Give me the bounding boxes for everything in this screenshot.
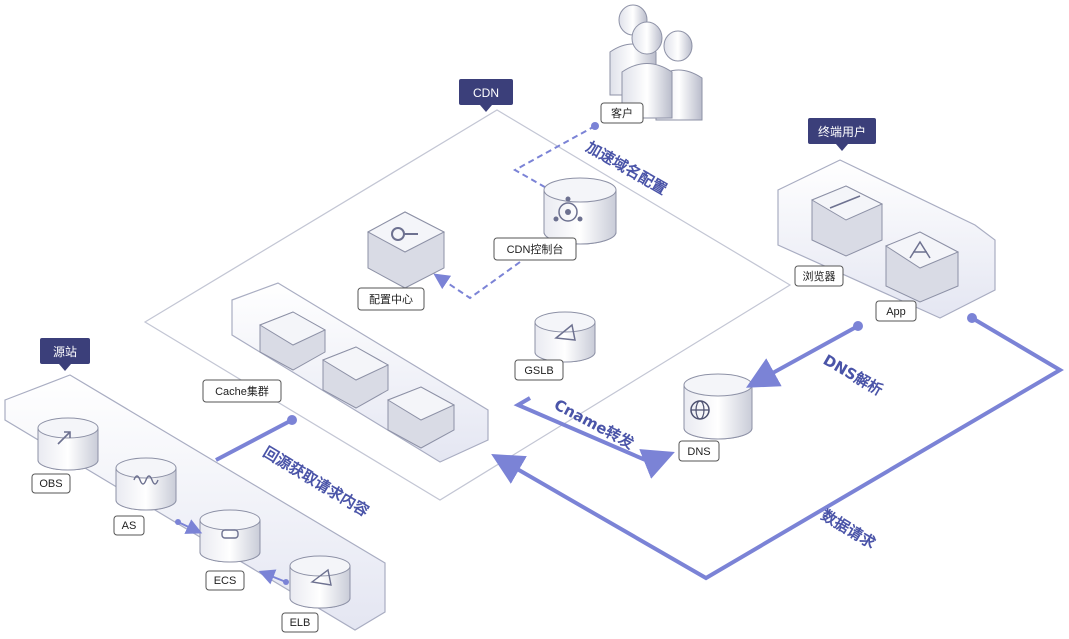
customer-label: 客户 <box>611 106 633 120</box>
dns-resolve-flow: DNS解析 <box>745 321 886 399</box>
cache-node-icon <box>321 346 390 409</box>
as-label: AS <box>122 520 137 532</box>
cdn-tag: CDN <box>459 79 513 112</box>
origin-tag-label: 源站 <box>53 345 77 359</box>
dns-label: DNS <box>687 446 710 458</box>
origin-panel: OBS AS ECS ELB <box>4 374 386 633</box>
customer-label-box: 客户 <box>600 102 644 124</box>
end-users-tag-label: 终端用户 <box>818 124 866 139</box>
cache-cluster: Cache集群 <box>202 282 489 463</box>
network-hub-icon <box>553 196 583 222</box>
cdn-console: CDN控制台 <box>493 177 617 261</box>
app-label: App <box>886 306 906 318</box>
obs-label: OBS <box>39 478 62 490</box>
elb-icon <box>289 555 351 609</box>
as-icon <box>115 457 177 511</box>
internal-flow-arrows <box>175 519 289 585</box>
config-sync-flow <box>433 261 521 300</box>
config-center: 配置中心 <box>357 211 446 311</box>
browser-icon <box>810 185 884 257</box>
gslb-label: GSLB <box>524 365 553 377</box>
cdn-tag-label: CDN <box>473 86 499 100</box>
elb-label: ELB <box>290 617 311 629</box>
config-center-label: 配置中心 <box>369 293 413 306</box>
cdn-region <box>143 109 792 501</box>
ecs-label: ECS <box>214 575 237 587</box>
origin-tag: 源站 <box>40 338 90 371</box>
cdn-console-label: CDN控制台 <box>507 242 564 256</box>
key-icon <box>391 227 418 241</box>
balancer-icon <box>310 568 332 586</box>
end-users-tag: 终端用户 <box>808 118 876 151</box>
end-users-panel: 浏览器 App <box>777 159 996 322</box>
obs-icon <box>37 417 99 471</box>
balancer-icon <box>554 323 576 341</box>
scaling-icon <box>133 475 159 485</box>
cache-node-icon <box>386 386 456 449</box>
browser-label: 浏览器 <box>803 269 836 283</box>
dns-resolve-label: DNS解析 <box>820 351 886 399</box>
cache-cluster-label: Cache集群 <box>215 384 269 398</box>
cache-node-icon <box>258 311 327 371</box>
app-icon <box>884 231 960 303</box>
dns-server: DNS <box>678 373 753 462</box>
ecs-icon <box>199 509 261 563</box>
customer-group: 客户 <box>600 4 703 124</box>
server-chip-icon <box>221 529 239 539</box>
data-request-label: 数据请求 <box>818 506 880 553</box>
upload-arrow-icon <box>57 431 71 445</box>
gslb: GSLB <box>514 311 596 381</box>
globe-icon <box>690 400 710 420</box>
